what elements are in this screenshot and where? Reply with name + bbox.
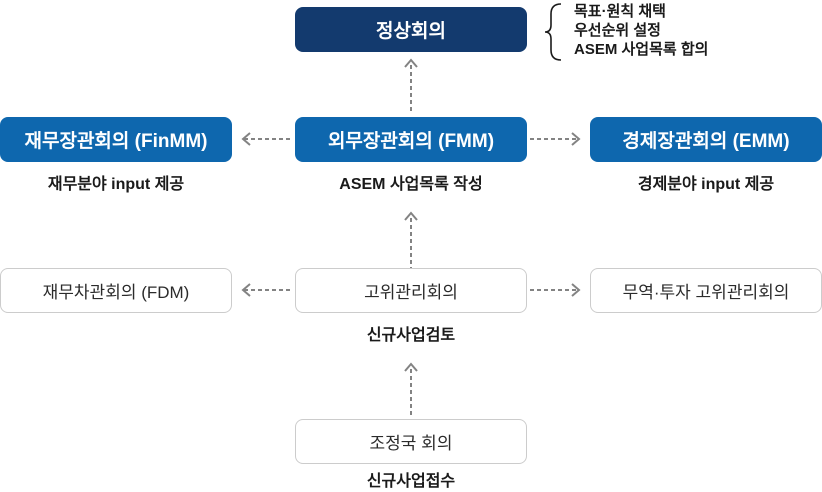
fdm-label: 재무차관회의 (FDM) — [42, 283, 190, 302]
arrow-left-som-to-fdm-icon — [241, 283, 292, 297]
summit-bullet: ASEM 사업목록 합의 — [574, 41, 709, 58]
emm-box: 경제장관회의 (EMM) — [590, 117, 822, 162]
fdm-box: 재무차관회의 (FDM) — [0, 268, 232, 313]
emm-label: 경제장관회의 (EMM) — [622, 131, 790, 152]
summit-box: 정상회의 — [295, 7, 527, 52]
summit-label: 정상회의 — [376, 21, 446, 42]
summit-bullet: 목표·원칙 채택 — [574, 3, 666, 20]
som-box: 고위관리회의 — [295, 268, 527, 313]
arrow-up-fmm-to-summit-icon — [404, 58, 418, 113]
coordinators-label: 조정국 회의 — [369, 434, 453, 453]
trade-som-label: 무역·투자 고위관리회의 — [622, 283, 790, 302]
fmm-label: 외무장관회의 (FMM) — [327, 131, 495, 152]
arrow-right-som-to-trade-som-icon — [530, 283, 581, 297]
fmm-caption: ASEM 사업목록 작성 — [339, 176, 483, 193]
coordinators-box: 조정국 회의 — [295, 419, 527, 464]
finmm-box: 재무장관회의 (FinMM) — [0, 117, 232, 162]
fmm-box: 외무장관회의 (FMM) — [295, 117, 527, 162]
arrow-up-coordinators-to-som-icon — [404, 362, 418, 418]
arrow-up-som-to-fmm-icon — [404, 211, 418, 268]
finmm-caption: 재무분야 input 제공 — [47, 176, 185, 193]
som-caption: 신규사업검토 — [366, 327, 456, 344]
arrow-right-fmm-to-emm-icon — [530, 132, 581, 146]
summit-bullet-list: 목표·원칙 채택 우선순위 설정 ASEM 사업목록 합의 — [574, 2, 708, 59]
arrow-left-fmm-to-finmm-icon — [241, 132, 292, 146]
finmm-label: 재무장관회의 (FinMM) — [24, 131, 208, 152]
summit-bullet: 우선순위 설정 — [574, 22, 661, 39]
som-label: 고위관리회의 — [364, 283, 458, 302]
emm-caption: 경제분야 input 제공 — [637, 176, 775, 193]
curly-brace-icon — [544, 3, 562, 61]
trade-som-box: 무역·투자 고위관리회의 — [590, 268, 822, 313]
coordinators-caption: 신규사업접수 — [366, 473, 456, 490]
